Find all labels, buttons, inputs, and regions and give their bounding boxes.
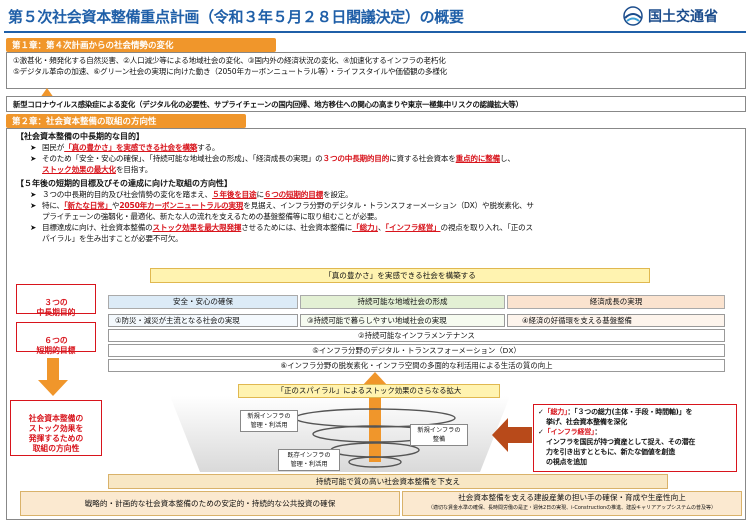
goal-6: ⑥インフラ分野の脱炭素化・インフラ空間の多面的な利活用による生活の質の向上 [108,359,725,372]
a3-line: ストック効果の最大化を目指す。 [16,164,736,175]
a2-red: ３つの中長期的目的 [322,154,390,163]
a3-post: を目指す。 [115,165,153,174]
b2-line: ➤ 特に、「新たな日常」や2050年カーボンニュートラルの実現を見据え、インフラ分… [16,200,736,211]
pillar-safety: 安全・安心の確保 [108,295,298,309]
a2-pre: そのため「安全・安心の確保」、「持続可能な地域社会の形成」、「経済成長の実現」の [42,154,323,163]
b2-post: を見据え、インフラ分野のデジタル・トランスフォーメーション（DX）や脱炭素化、サ [243,201,534,210]
b1-mid: に [256,190,264,199]
chapter2-text: 【社会資本整備の中長期的な目的】 ➤ 国民が「真の豊かさ」を実感できる社会を構築す… [16,131,736,244]
spiral-new-build: 新規インフラの 整備 [410,424,468,446]
left-arrow-icon [492,418,532,454]
b1-red: ５年後を目途 [212,190,257,199]
chapter1-heading: 第１章：第４次計画からの社会情勢の変化 [6,38,276,52]
label-three-goals: ３つの 中長期目的 [16,284,96,317]
side-l3-red: 「インフラ経営」 [543,428,595,436]
side-line4: インフラを国民が持つ資産として捉え、その潜在 [546,438,696,446]
a2-line: ➤ そのため「安全・安心の確保」、「持続可能な地域社会の形成」、「経済成長の実現」… [16,153,736,164]
pillar-community: 持続可能な地域社会の形成 [300,295,505,309]
chapter1-line2: ⑤デジタル革命の加速、⑥グリーン社会の実現に向けた動き（2050年カーボンニュー… [13,67,448,76]
base-right: 社会資本整備を支える建設産業の担い手の確保・育成や生産性向上 （適切な賃金水準の… [402,491,742,516]
b2-red2: 2050年カーボンニュートラルの実現 [119,201,244,210]
side-l1: ：「３つの総力(主体・手段・時間軸)」を [567,408,693,416]
b1-line: ➤ ３つの中長期的目的及び社会情勢の変化を踏まえ、５年後を目途に６つの短期的目標を… [16,189,736,200]
b2-red: 「新たな日常」 [63,201,112,210]
mlit-emblem-icon [623,6,643,26]
bullet-icon: ➤ [30,143,37,152]
b3-mid: させるためには、社会資本整備に [241,223,353,232]
side-line5: 力を引き出すとともに、新たな価値を創造 [546,448,675,456]
section-short-term: 【５年後の短期的目標及びその達成に向けた取組の方向性】 [16,179,232,188]
b3-line: ➤ 目標達成に向け、社会資本整備のストック効果を最大限発揮させるためには、社会資本… [16,222,736,233]
side-line6: の視点を追加 [546,458,587,466]
side-line1: ✓「総力」：「３つの総力(主体・手段・時間軸)」を [538,407,732,417]
b2-pre: 特に、 [42,201,64,210]
check-icon: ✓ [538,408,544,416]
side-l1-red: 「総力」 [543,408,568,416]
goal-5: ⑤インフラ分野のデジタル・トランスフォーメーション（DX） [108,344,725,357]
a3-red: ストック効果の最大化 [42,165,116,174]
base-left: 戦略的・計画的な社会資本整備のための安定的・持続的な公共投資の確保 [20,491,400,516]
covid-text: 新型コロナウイルス感染症による変化（デジタル化の必要性、サプライチェーンの国内回… [13,100,523,109]
covid-box: 新型コロナウイルス感染症による変化（デジタル化の必要性、サプライチェーンの国内回… [6,96,746,112]
side-l3: ： [594,428,602,436]
goal-2: ②持続可能なインフラメンテナンス [108,329,725,342]
label-six-targets: ６つの 短期的目標 [16,322,96,355]
pillar-growth: 経済成長の実現 [507,295,725,309]
side-line3: ✓「インフラ経営」： [538,427,732,437]
bullet-icon: ➤ [30,201,37,210]
a1-line: ➤ 国民が「真の豊かさ」を実感できる社会を構築する。 [16,142,736,153]
title-rule [4,31,746,33]
b3-red: ストック効果を最大限発揮 [152,223,242,232]
goal-1: ①防災・減災が主流となる社会の実現 [108,314,298,327]
spiral-existing: 既存インフラの 管理・利活用 [278,449,340,471]
b2-mid: や [111,201,120,210]
section-mid-term: 【社会資本整備の中長期的な目的】 [16,132,144,141]
b3-post: の視点を取り入れ、「正のス [440,223,533,232]
bullet-icon: ➤ [30,223,37,232]
b1-red2: ６つの短期的目標 [263,190,323,199]
b3-red2: 「総力」 [352,223,378,232]
side-line2: 挙げ、社会資本整備を深化 [546,418,628,426]
check-icon: ✓ [538,428,544,436]
chapter2-heading: 第２章：社会資本整備の取組の方向性 [6,114,246,128]
page-title: 第５次社会資本整備重点計画（令和３年５月２８日閣議決定）の概要 [8,8,464,26]
a2-post: し、 [500,154,515,163]
label-three-goals-text: ３つの 中長期目的 [36,298,76,317]
a1-pre: 国民が [42,143,65,152]
a1-post: する。 [197,143,220,152]
base-right-main: 社会資本整備を支える建設産業の担い手の確保・育成や生産性向上 [458,493,686,502]
bullet-icon: ➤ [30,154,37,163]
goal-3: ③持続可能で暮らしやすい地域社会の実現 [300,314,505,327]
a2-mid: に資する社会資本を [389,154,456,163]
chapter1-line1: ①激甚化・頻発化する自然災害、②人口減少等による地域社会の変化、③国内外の経済状… [13,56,446,65]
base-right-sub: （適切な賃金水準の確保、長時間労働の是正・週休2日の実現、i-Construct… [427,505,717,511]
b3-line2: パイラル」を生み出すことが必要不可欠。 [42,234,183,243]
bullet-icon: ➤ [30,190,37,199]
down-arrow-icon [38,358,68,398]
label-method: 社会資本整備の ストック効果を 発揮するための 取組の方向性 [10,400,102,456]
a1-red: 「真の豊かさ」を実感できる社会を構築 [64,143,198,152]
true-wealth-banner: 「真の豊かさ」を実感できる社会を構築する [150,268,650,283]
side-box: ✓「総力」：「３つの総力(主体・手段・時間軸)」を 挙げ、社会資本整備を深化 ✓… [533,404,737,472]
b1-pre: ３つの中長期的目的及び社会情勢の変化を踏まえ、 [42,190,213,199]
goal-4: ④経済の好循環を支える基盤整備 [507,314,725,327]
b1-post: を設定。 [323,190,353,199]
b3-pre: 目標達成に向け、社会資本整備の [42,223,153,232]
chapter1-box: ①激甚化・頻発化する自然災害、②人口減少等による地域社会の変化、③国内外の経済状… [6,52,746,89]
org-name: 国土交通省 [648,9,718,25]
spiral-title: 「正のスパイラル」によるストック効果のさらなる拡大 [238,384,500,398]
b3-red3: 「インフラ経営」 [385,223,441,232]
label-method-text: 社会資本整備の ストック効果を 発揮するための 取組の方向性 [28,414,84,453]
b3-mid2: 、 [377,223,386,232]
b2-line2: プライチェーンの強靱化・最適化、新たな人の流れを支えるための基盤整備等に取り組む… [42,212,382,221]
spiral-new-util: 新規インフラの 管理・利活用 [240,410,298,432]
covid-arrow-icon [40,88,54,100]
a2-red2: 重点的に整備 [455,154,501,163]
base-banner: 持続可能で質の高い社会資本整備を下支え [108,474,668,489]
mlit-logo: 国土交通省 [622,6,718,26]
label-six-targets-text: ６つの 短期的目標 [36,336,76,355]
